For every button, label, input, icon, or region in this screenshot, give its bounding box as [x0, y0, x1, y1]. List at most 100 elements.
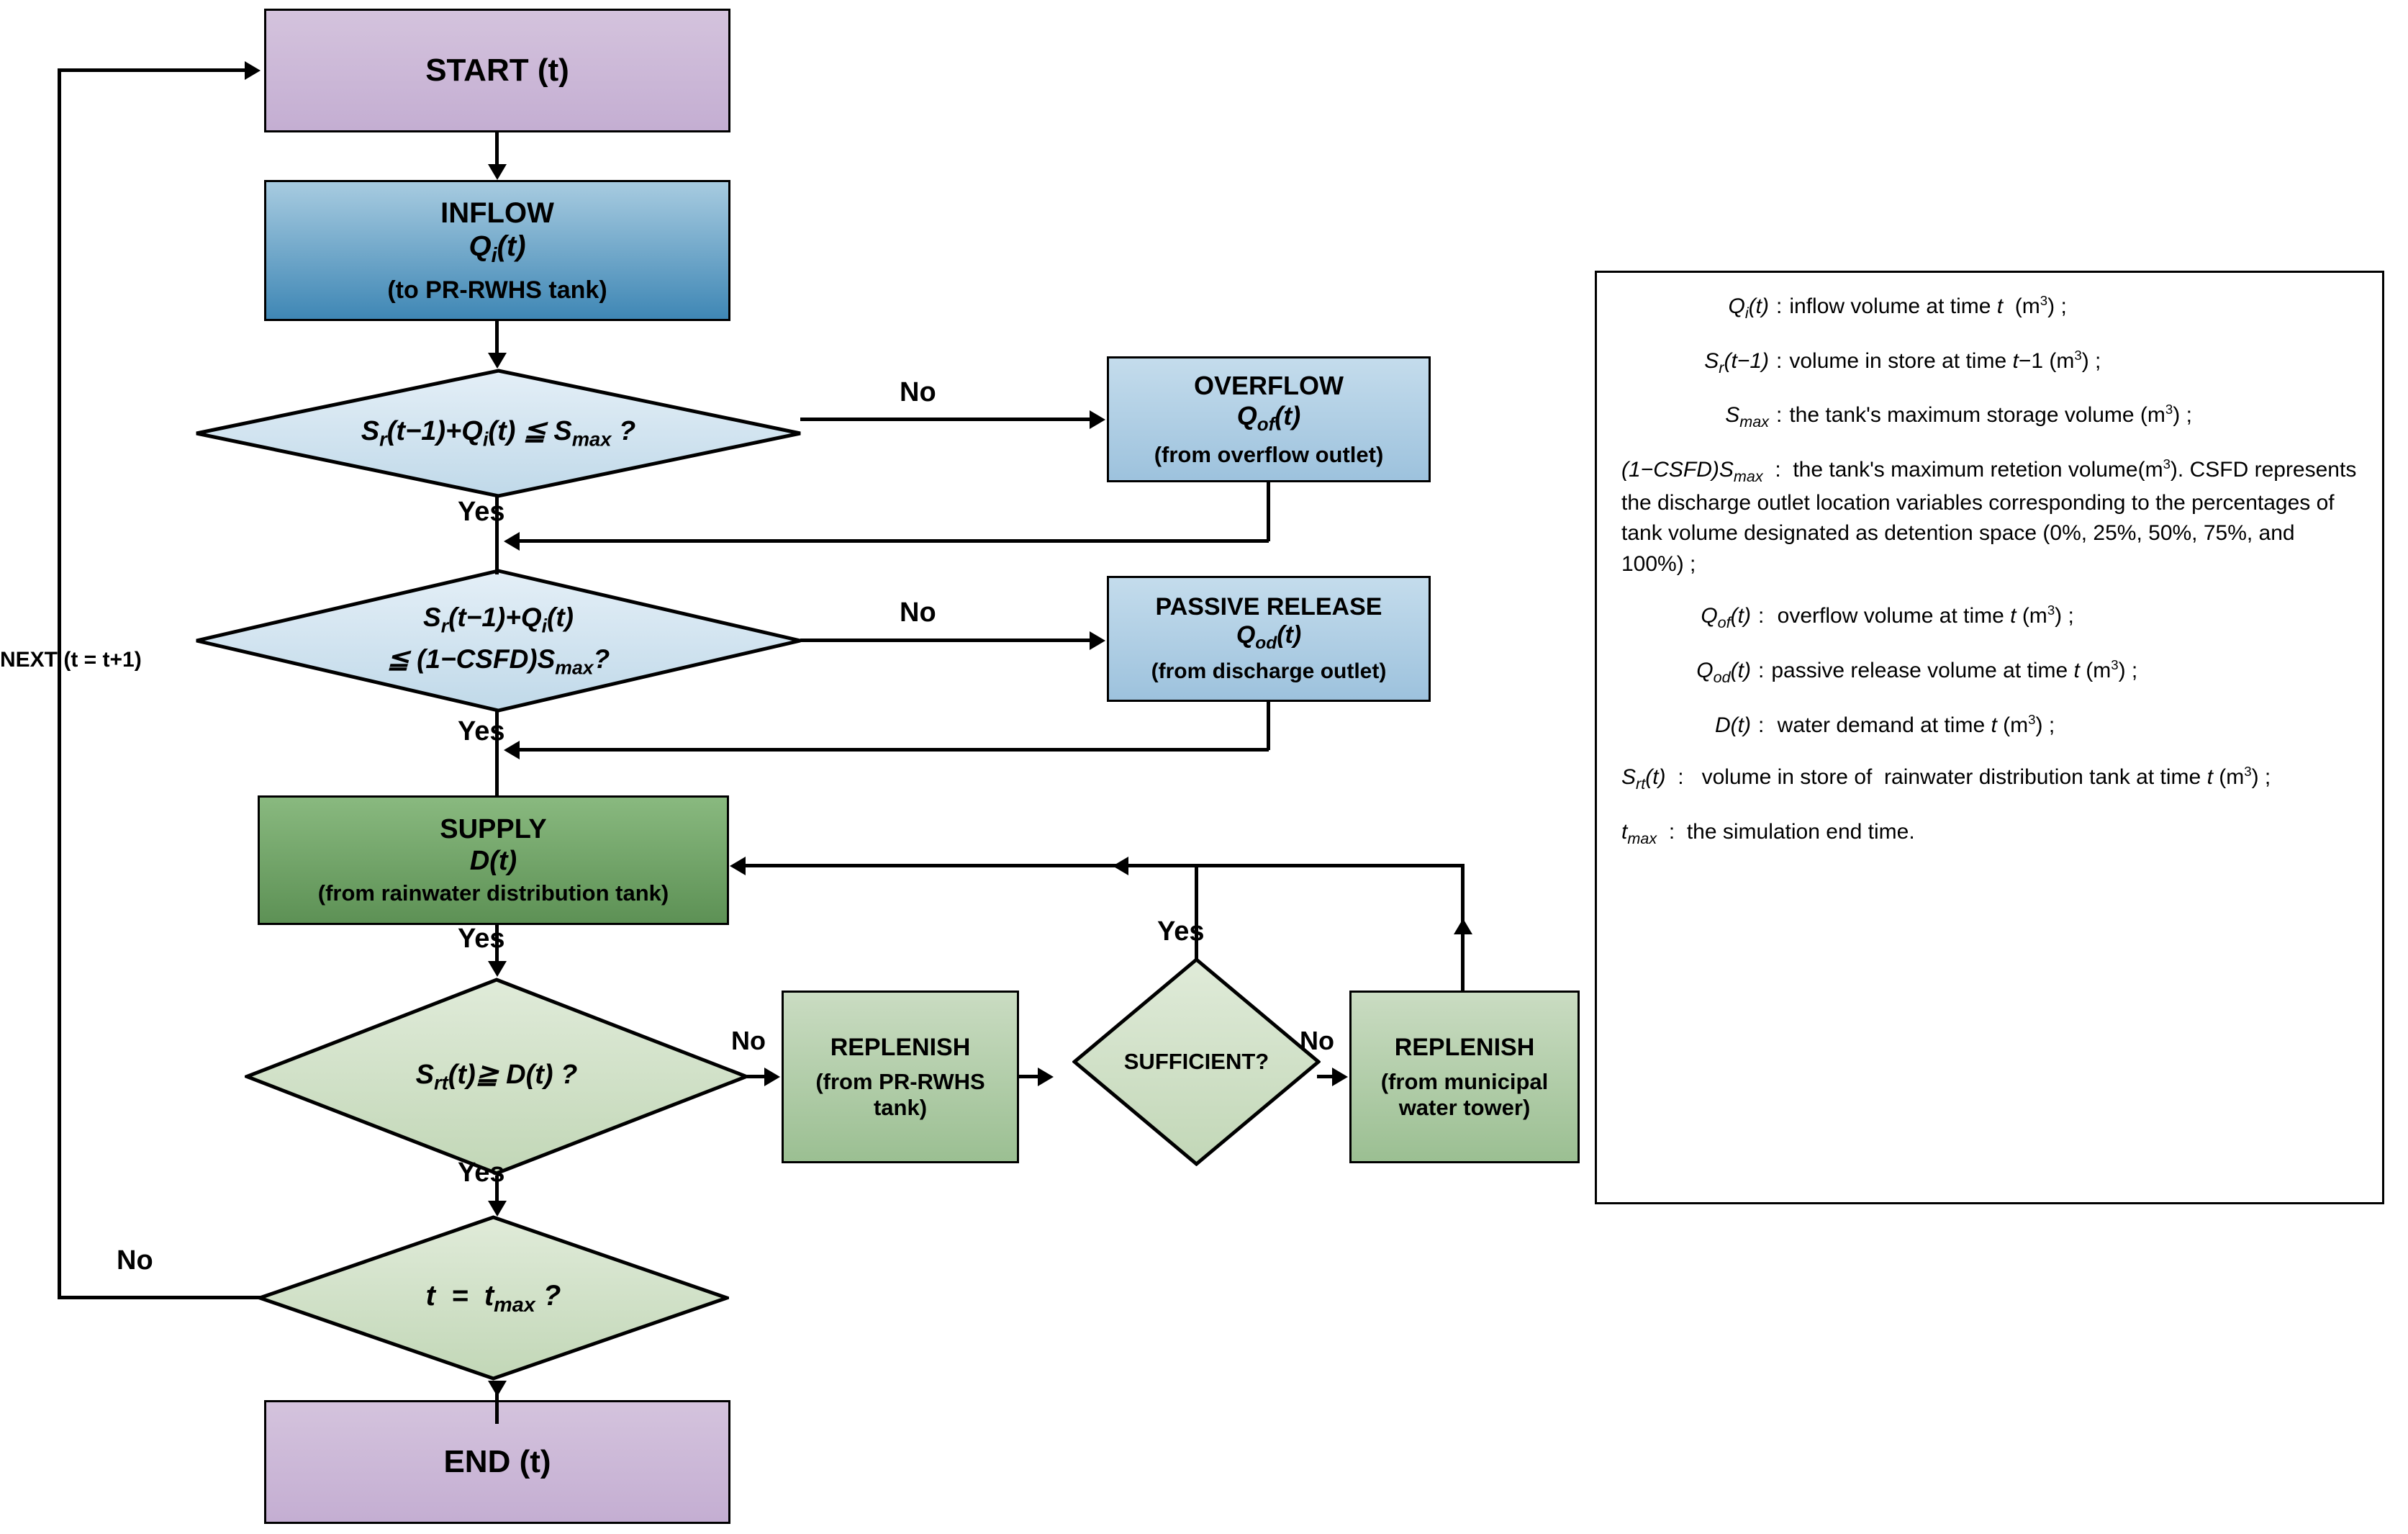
- diamond-shape: [258, 1215, 729, 1381]
- arrowhead-inflow: [488, 164, 507, 180]
- edge-sufficient-yes-up: [1195, 867, 1198, 960]
- node-supply-symbol: D(t): [469, 846, 517, 877]
- node-overflow-title: OVERFLOW: [1194, 371, 1344, 401]
- arrowhead-d1: [488, 353, 507, 369]
- edge-d2-no: [800, 639, 1091, 642]
- edge-municipal-left: [1195, 864, 1465, 867]
- node-overflow-symbol: Qof(t): [1236, 400, 1301, 436]
- legend-panel: Qi(t) : inflow volume at time t (m3) ; S…: [1595, 271, 2384, 1204]
- node-end-label: END (t): [443, 1443, 551, 1479]
- edge-d5-no-left: [58, 1296, 261, 1299]
- edge-passive-merge: [510, 748, 1269, 752]
- arrowhead-overflow: [1090, 410, 1105, 429]
- legend-symbol-qod: Qod(t): [1696, 659, 1751, 687]
- node-inflow-symbol: Qi(t): [469, 230, 526, 267]
- legend-row-srt: Srt(t) : volume in store of rainwater di…: [1621, 764, 2271, 793]
- edge-label-no4: No: [1300, 1026, 1334, 1055]
- edge-supply-to-d3: [495, 925, 499, 962]
- node-passive-release-title: PASSIVE RELEASE: [1155, 593, 1382, 621]
- edge-inflow-to-d1: [495, 321, 499, 354]
- legend-symbol-tmax: tmax: [1621, 819, 1657, 847]
- arrowhead-replenish-municipal: [1332, 1068, 1348, 1086]
- legend-row-smax: Smax : the tank's maximum storage volume…: [1621, 400, 2361, 433]
- node-start-label: START (t): [425, 52, 569, 88]
- node-inflow-title: INFLOW: [440, 197, 554, 229]
- diamond-shape: [194, 569, 802, 713]
- arrowhead-passive: [1090, 631, 1105, 650]
- node-inflow[interactable]: INFLOW Qi(t) (to PR-RWHS tank): [264, 180, 730, 321]
- edge-label-yes1: Yes: [458, 497, 505, 527]
- node-replenish-municipal-line3: water tower): [1398, 1094, 1531, 1120]
- legend-symbol-smax: Smax: [1725, 403, 1769, 431]
- edge-replenish-to-sufficient: [1019, 1075, 1039, 1078]
- node-replenish-municipal[interactable]: REPLENISH (from municipal water tower): [1349, 991, 1580, 1163]
- node-supply-title: SUPPLY: [440, 814, 547, 845]
- decision-storage-capacity[interactable]: Sr(t−1)+Qi(t) ≦ Smax ?: [194, 369, 802, 498]
- legend-symbol-srt: Srt(t): [1621, 765, 1666, 793]
- legend-symbol-d: D(t): [1715, 713, 1751, 737]
- edge-loop-to-start: [58, 68, 246, 72]
- edge-d3-yes: [495, 1176, 499, 1206]
- arrowhead-d3: [488, 961, 507, 977]
- legend-text-d: water demand at time t (m3) ;: [1771, 711, 2055, 737]
- node-replenish-prrwhs[interactable]: REPLENISH (from PR-RWHS tank): [782, 991, 1019, 1163]
- arrowhead-start-loop: [245, 61, 261, 80]
- arrowhead-merge2: [504, 741, 520, 759]
- decision-tank-volume-sufficient[interactable]: Srt(t)≧ D(t) ?: [245, 978, 748, 1176]
- edge-label-no1: No: [900, 377, 936, 407]
- edge-sufficient-no: [1317, 1075, 1334, 1078]
- edge-d5-to-end: [495, 1381, 499, 1424]
- legend-row-d: D(t) : water demand at time t (m3) ;: [1621, 710, 2361, 741]
- diamond-shape: [194, 369, 802, 498]
- edge-d1-yes: [495, 495, 499, 574]
- node-replenish-prrwhs-title: REPLENISH: [830, 1033, 971, 1061]
- legend-symbol-qof: Qof(t): [1701, 604, 1751, 632]
- decision-sufficient[interactable]: SUFFICIENT?: [1072, 957, 1321, 1166]
- arrowhead-replenish-prrwhs: [764, 1068, 780, 1086]
- decision-retention-capacity[interactable]: Sr(t−1)+Qi(t) ≦ (1−CSFD)Smax?: [194, 569, 802, 713]
- node-passive-release-note: (from discharge outlet): [1151, 659, 1387, 684]
- legend-row-qof: Qof(t) : overflow volume at time t (m3) …: [1621, 601, 2361, 634]
- legend-text-sr: volume in store at time t−1 (m3) ;: [1789, 347, 2101, 373]
- legend-row-sr: Sr(t−1) : volume in store at time t−1 (m…: [1621, 346, 2361, 379]
- arrowhead-d5: [488, 1201, 507, 1217]
- arrowhead-merge1: [504, 532, 520, 551]
- legend-text-qi: inflow volume at time t (m3) ;: [1789, 293, 2067, 318]
- legend-text-qof: overflow volume at time t (m3) ;: [1771, 603, 2074, 628]
- edge-label-no5: No: [117, 1245, 153, 1276]
- legend-symbol-csfd: (1−CSFD)Smax: [1621, 457, 1763, 485]
- node-replenish-municipal-line2: (from municipal: [1380, 1068, 1549, 1094]
- edge-overflow-down: [1267, 482, 1270, 541]
- node-replenish-prrwhs-line2: (from PR-RWHS: [815, 1068, 985, 1094]
- legend-text-smax: the tank's maximum storage volume (m3) ;: [1789, 402, 2192, 428]
- decision-simulation-end[interactable]: t = tmax ?: [258, 1215, 729, 1381]
- arrowhead-supply-return-mid: [1113, 857, 1128, 875]
- edge-d3-no: [747, 1075, 766, 1078]
- node-start[interactable]: START (t): [264, 9, 730, 132]
- legend-row-tmax: tmax : the simulation end time.: [1621, 817, 2361, 850]
- edge-label-yes3: Yes: [458, 924, 505, 954]
- edge-sufficient-yes-left: [735, 864, 1198, 867]
- diamond-shape: [1072, 957, 1321, 1166]
- node-replenish-prrwhs-line3: tank): [873, 1094, 928, 1120]
- edge-d2-yes: [495, 710, 499, 796]
- node-supply[interactable]: SUPPLY D(t) (from rainwater distribution…: [258, 795, 729, 925]
- edge-label-next: NEXT (t = t+1): [0, 648, 142, 672]
- edge-loop-up: [58, 68, 61, 1299]
- edge-label-yes4: Yes: [1157, 916, 1205, 947]
- node-overflow-note: (from overflow outlet): [1154, 441, 1384, 467]
- legend-row-csfd: (1−CSFD)Smax : the tank's maximum reteti…: [1621, 456, 2357, 576]
- node-overflow[interactable]: OVERFLOW Qof(t) (from overflow outlet): [1107, 356, 1431, 482]
- legend-text-tmax: : the simulation end time.: [1662, 819, 1915, 844]
- edge-label-no3: No: [731, 1026, 766, 1055]
- edge-start-to-inflow: [495, 132, 499, 166]
- legend-text-qod: passive release volume at time t (m3) ;: [1771, 657, 2138, 683]
- edge-label-no2: No: [900, 597, 936, 628]
- node-supply-note: (from rainwater distribution tank): [317, 880, 669, 906]
- legend-symbol-sr: Sr(t−1): [1704, 348, 1769, 376]
- node-replenish-municipal-title: REPLENISH: [1394, 1033, 1535, 1061]
- node-passive-release[interactable]: PASSIVE RELEASE Qod(t) (from discharge o…: [1107, 576, 1431, 702]
- edge-passive-down: [1267, 702, 1270, 750]
- arrowhead-sufficient: [1038, 1068, 1054, 1086]
- legend-symbol-qi: Qi(t): [1728, 294, 1769, 322]
